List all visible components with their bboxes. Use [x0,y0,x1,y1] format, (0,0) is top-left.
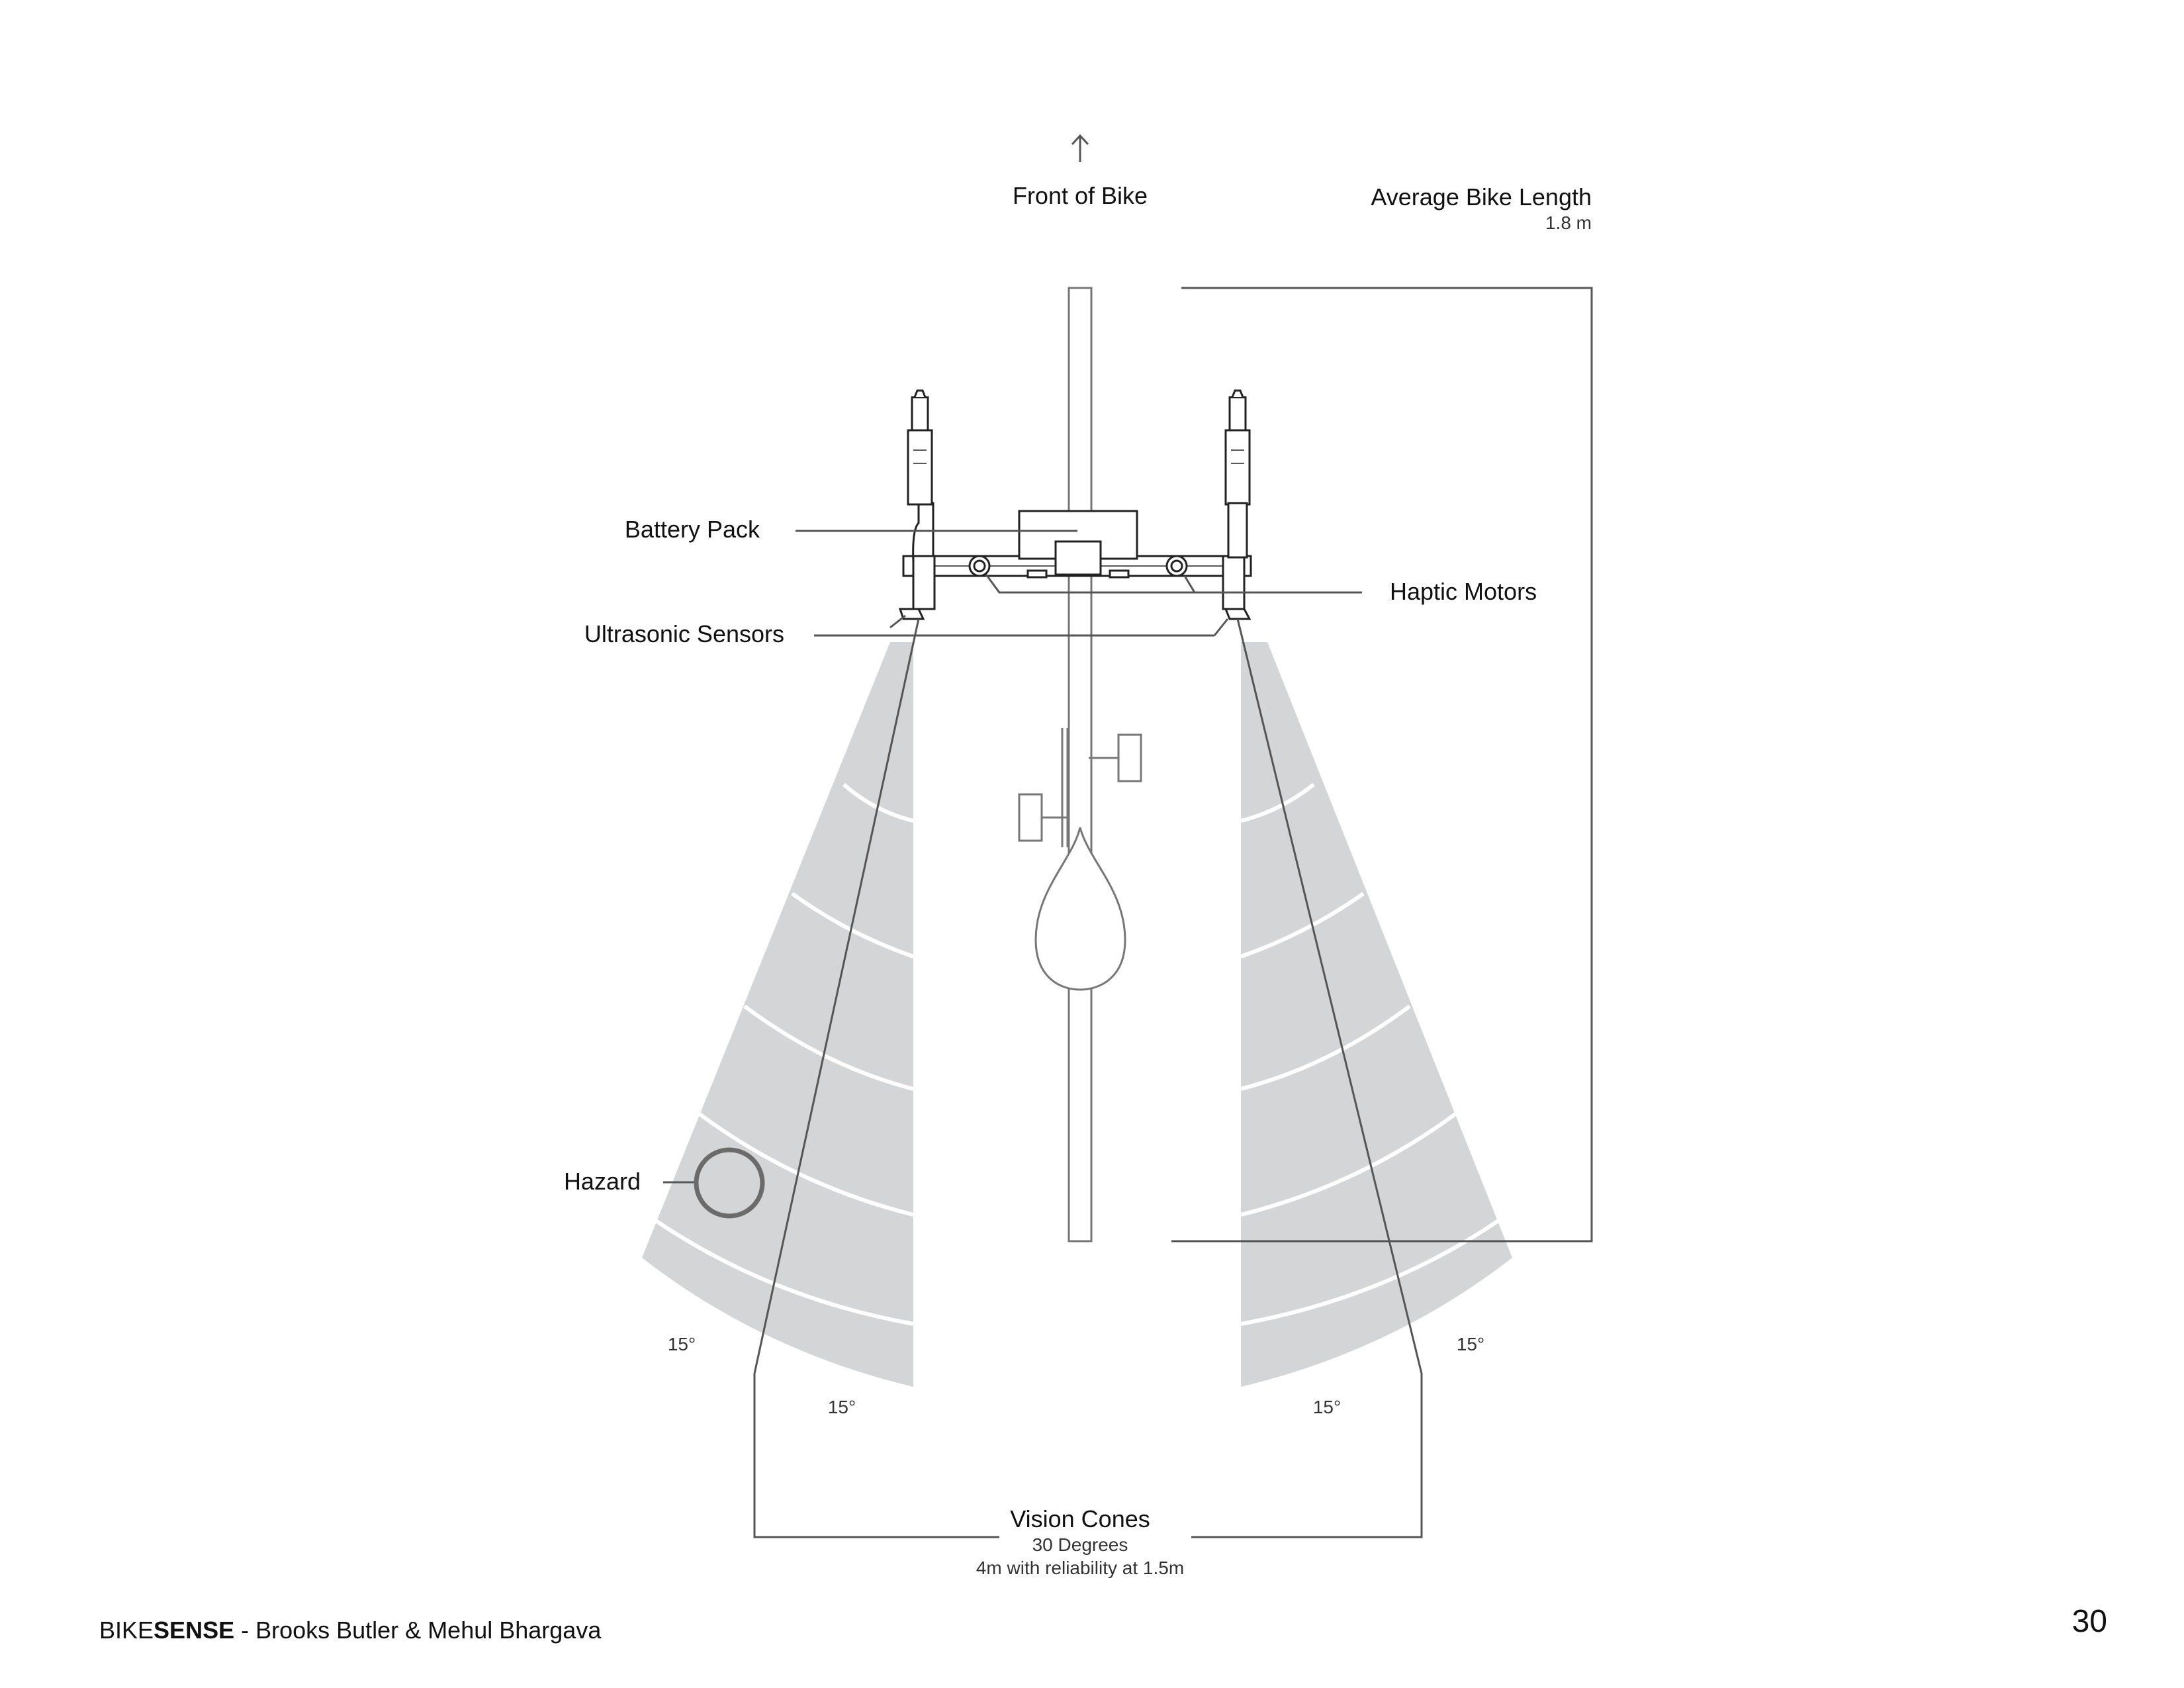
angle-left-outer: 15° [668,1334,696,1354]
average-bike-length-title: Average Bike Length [1371,183,1592,211]
vision-cones-range: 4m with reliability at 1.5m [976,1558,1184,1578]
vision-cones-title: Vision Cones [1010,1505,1150,1532]
hazard-marker [694,1147,765,1219]
battery-pack-label: Battery Pack [625,516,760,543]
front-of-bike-label: Front of Bike [1013,182,1148,209]
ultrasonic-sensors-label: Ultrasonic Sensors [584,620,784,647]
handlebar [898,389,1252,620]
right-vision-cone [1240,642,1512,1387]
bike-frame [1018,287,1142,1243]
left-vision-cone [642,642,914,1387]
page-number: 30 [2071,1604,2107,1639]
angle-right-inner: 15° [1313,1397,1341,1417]
authors: - Brooks Butler & Mehul Bhargava [234,1617,602,1644]
hazard-label: Hazard [564,1168,641,1195]
angle-left-inner: 15° [828,1397,856,1417]
average-bike-length-value: 1.8 m [1545,212,1592,233]
footer-credit: BIKESENSE - Brooks Butler & Mehul Bharga… [99,1617,601,1644]
haptic-motors-label: Haptic Motors [1390,578,1537,605]
angle-right-outer: 15° [1457,1334,1484,1354]
leader-lines [663,134,1593,1538]
brand-bold: SENSE [154,1617,235,1644]
vision-cones-degrees: 30 Degrees [1032,1534,1128,1555]
brand-regular: BIKE [99,1617,154,1644]
